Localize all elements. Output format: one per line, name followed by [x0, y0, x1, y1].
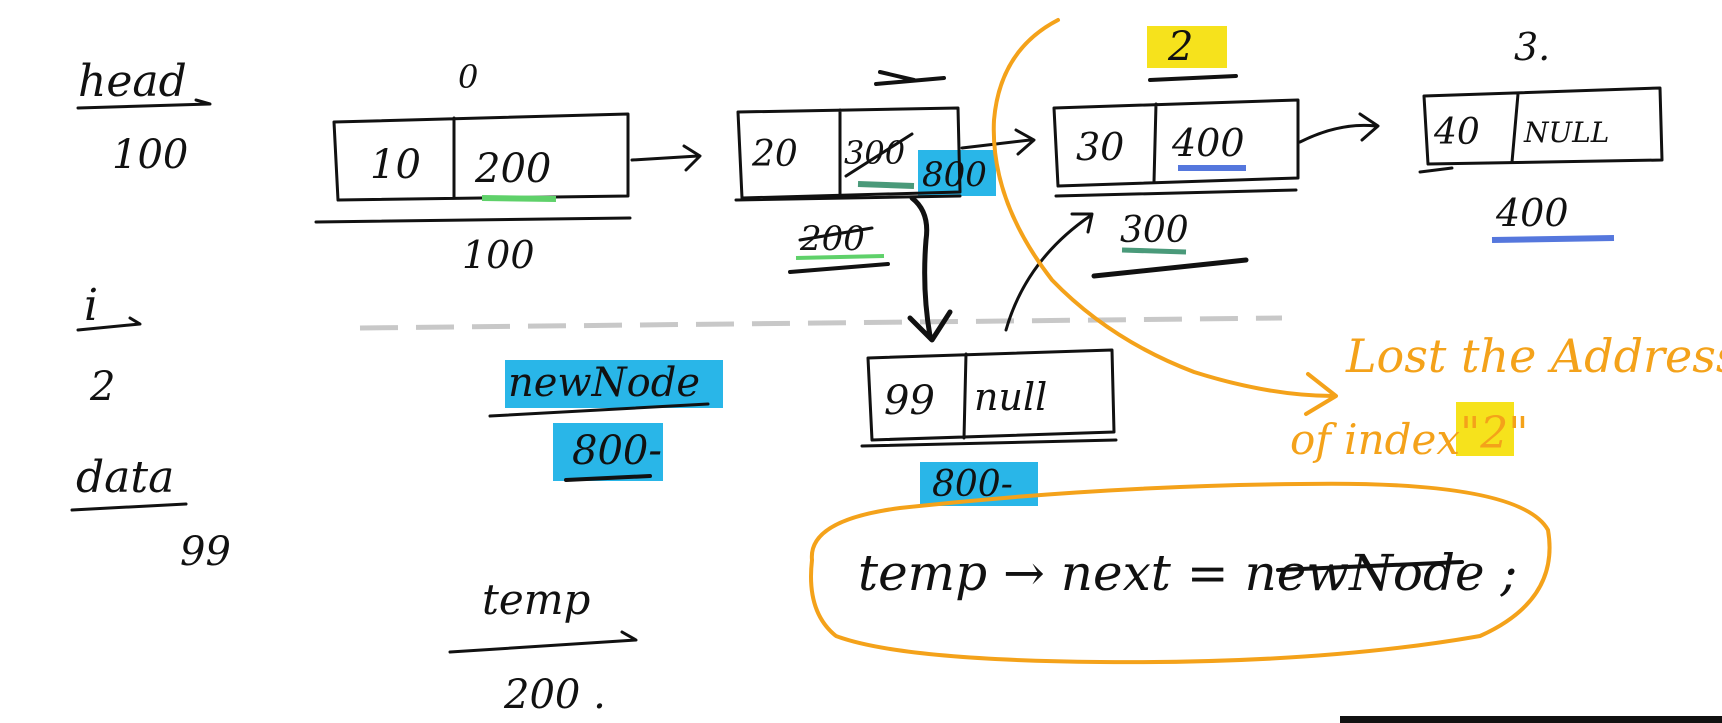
lost-address-annotation: Lost the Address of index "2" [991, 18, 1722, 464]
newnode-value: 800- [572, 428, 662, 474]
annotation-line2-prefix: of index [1290, 415, 1460, 464]
node-2: 2 30 400 300 [1052, 24, 1380, 279]
temp-value: 200 . [503, 672, 606, 718]
annotation-line2-value: "2" [1460, 408, 1528, 459]
variable-newnode: newNode 800- [488, 360, 710, 482]
node-3-index: 3. [1514, 25, 1550, 69]
head-value: 100 [112, 132, 188, 178]
data-label: data [76, 452, 174, 503]
node-1-data: 20 [751, 134, 798, 175]
node-2-next: 400 [1171, 121, 1245, 165]
node-3-data: 40 [1433, 112, 1480, 153]
i-label: i [84, 280, 98, 331]
new-node-data: 99 [884, 378, 935, 424]
newnode-label: newNode [508, 360, 700, 406]
new-node-arrows [907, 195, 1094, 343]
node-2-address: 300 [1120, 210, 1189, 251]
node-3: 3. 40 NULL 400 [1418, 25, 1664, 243]
code-statement: temp → next = newNode ; [809, 481, 1552, 665]
bottom-bar [1340, 716, 1722, 723]
new-node-next: null [974, 375, 1047, 419]
node-0-data: 10 [370, 142, 421, 188]
node-1-next-old: 300 [844, 134, 905, 172]
variable-data: data 99 [70, 452, 231, 575]
node-3-address: 400 [1495, 191, 1569, 235]
node-0-address: 100 [462, 233, 535, 277]
node-0: 0 10 200 100 [314, 58, 702, 277]
dashed-separator [359, 315, 1283, 331]
annotation-line1: Lost the Address [1345, 329, 1722, 383]
data-value: 99 [180, 529, 231, 575]
node-1-next-new: 800 [922, 155, 987, 195]
node-2-index: 2 [1167, 24, 1193, 70]
temp-label: temp [482, 575, 590, 624]
node-3-next: NULL [1523, 116, 1609, 149]
node-2-data: 30 [1076, 125, 1124, 169]
new-node: 99 null 800- [860, 348, 1118, 505]
node-1: 20 300 800 200 [734, 70, 1036, 274]
i-value: 2 [89, 364, 115, 410]
variable-temp: temp 200 . [448, 575, 638, 718]
node-0-index: 0 [458, 58, 478, 96]
variable-i: i 2 [76, 280, 142, 410]
variable-head: head 100 [76, 56, 212, 178]
code-statement-text: temp → next = newNode ; [858, 544, 1517, 602]
head-label: head [78, 56, 187, 107]
node-0-next: 200 [474, 146, 551, 192]
